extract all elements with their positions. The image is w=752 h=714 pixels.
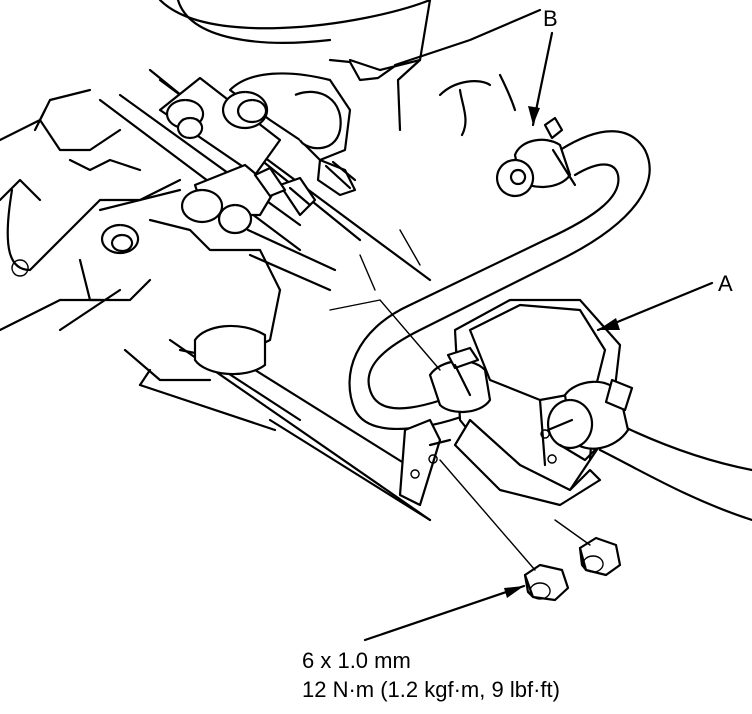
callout-a-label: A [718,271,733,296]
component-a [398,298,634,507]
leader-b [528,31,554,127]
leader-nut [363,584,526,642]
wire-fragment [438,73,517,137]
fastener-torque-label: 12 N·m (1.2 kgf·m, 9 lbf·ft) [302,677,560,702]
leader-a [596,281,714,332]
alignment-lines [329,229,591,571]
flange-nut-left [523,563,570,602]
callout-b-label: B [543,6,558,31]
hose-connector [181,163,337,292]
mount-bolt-left [100,223,267,376]
flange-nut-right [578,536,622,577]
clamp-b [495,116,577,198]
fastener-size-label: 6 x 1.0 mm [302,648,411,673]
bracket-upper [158,72,357,197]
